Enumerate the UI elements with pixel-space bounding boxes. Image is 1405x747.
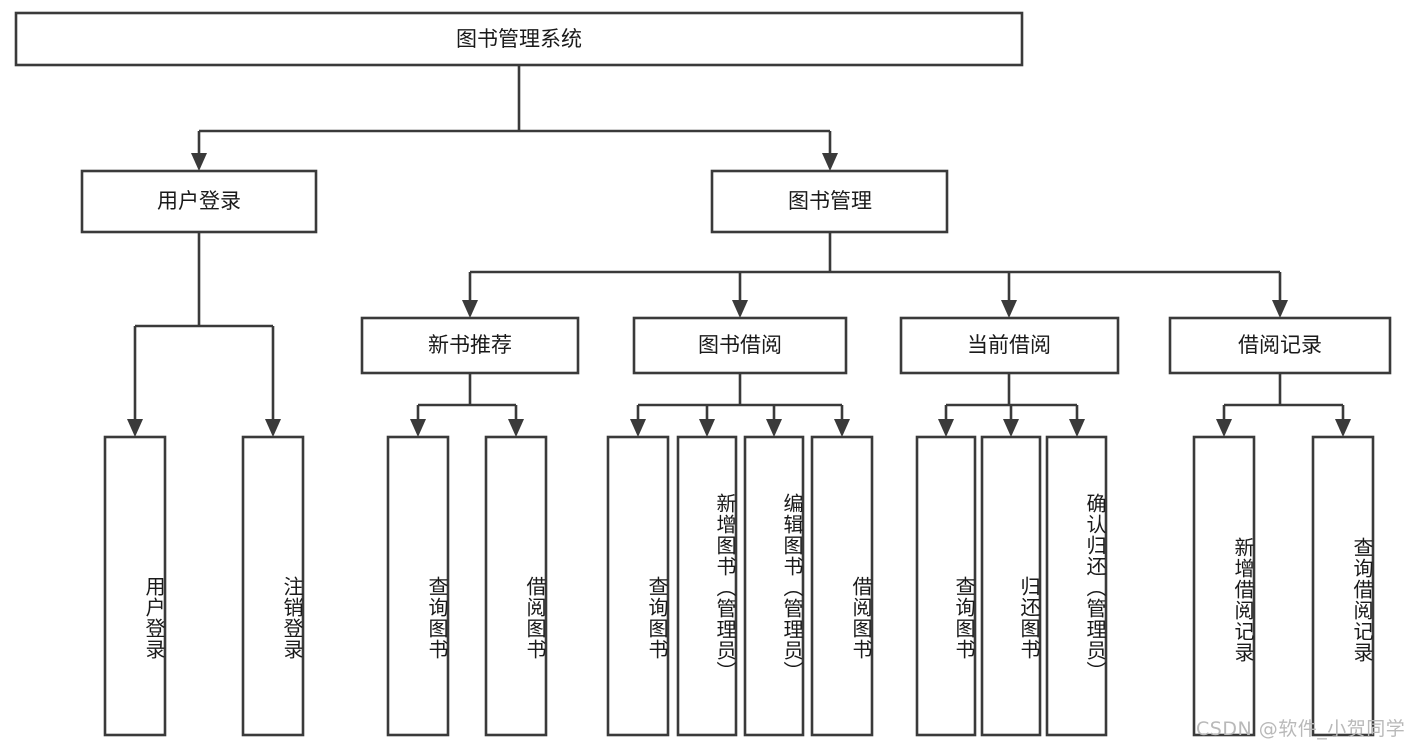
leaf-box-borrow-book-1[interactable] bbox=[484, 435, 548, 737]
arrow-user-login-leaf-2 bbox=[265, 419, 281, 437]
arrow-cb-leaf-2 bbox=[1003, 419, 1019, 437]
leaf-box-query-book-2[interactable] bbox=[606, 435, 670, 737]
node-root-box[interactable] bbox=[14, 11, 1024, 67]
arrow-bm-to-new-book-recommend bbox=[462, 300, 478, 318]
node-book-manage[interactable]: 图书管理 bbox=[710, 169, 949, 234]
node-new-book-recommend-label: 新书推荐 bbox=[428, 333, 512, 357]
node-book-borrow[interactable]: 图书借阅 bbox=[632, 316, 848, 375]
arrow-bb-leaf-2 bbox=[699, 419, 715, 437]
node-borrow-records-label: 借阅记录 bbox=[1238, 333, 1322, 357]
arrow-bb-leaf-3 bbox=[766, 419, 782, 437]
leaf-box-user-login[interactable] bbox=[103, 435, 167, 737]
leaf-box-query-record[interactable] bbox=[1311, 435, 1375, 737]
node-new-book-recommend-box[interactable] bbox=[360, 316, 580, 375]
arrow-nbr-leaf-1 bbox=[410, 419, 426, 437]
node-user-login-box[interactable] bbox=[80, 169, 318, 234]
node-book-borrow-box[interactable] bbox=[632, 316, 848, 375]
arrow-cb-leaf-3 bbox=[1069, 419, 1085, 437]
node-root[interactable]: 图书管理系统 bbox=[14, 11, 1024, 67]
leaf-box-confirm-return[interactable] bbox=[1045, 435, 1108, 737]
csdn-watermark: CSDN @软件_小贺同学 bbox=[1196, 718, 1405, 740]
leaf-box-user-logout[interactable] bbox=[241, 435, 305, 737]
leaf-box-borrow-book-2[interactable] bbox=[810, 435, 874, 737]
node-borrow-records[interactable]: 借阅记录 bbox=[1168, 316, 1392, 375]
node-book-manage-label: 图书管理 bbox=[788, 189, 872, 213]
leaf-box-edit-book[interactable] bbox=[743, 435, 805, 737]
node-borrow-records-box[interactable] bbox=[1168, 316, 1392, 375]
arrow-bm-to-book-borrow bbox=[732, 300, 748, 318]
node-book-borrow-label: 图书借阅 bbox=[698, 333, 782, 357]
node-new-book-recommend[interactable]: 新书推荐 bbox=[360, 316, 580, 375]
leaf-box-add-book[interactable] bbox=[676, 435, 738, 737]
node-current-borrow-label: 当前借阅 bbox=[967, 333, 1051, 357]
arrow-br-leaf-2 bbox=[1335, 419, 1351, 437]
arrow-bm-to-current-borrow bbox=[1001, 300, 1017, 318]
node-layer: 图书管理系统 用户登录 图书管理 新书推荐 图书借阅 当前 bbox=[14, 11, 1392, 737]
arrow-bm-to-borrow-records bbox=[1272, 300, 1288, 318]
leaf-box-query-book-1[interactable] bbox=[386, 435, 450, 737]
connector-layer bbox=[127, 65, 1351, 437]
arrow-user-login-leaf-1 bbox=[127, 419, 143, 437]
leaf-box-add-record[interactable] bbox=[1192, 435, 1256, 737]
leaf-box-return-book[interactable] bbox=[980, 435, 1042, 737]
node-book-manage-box[interactable] bbox=[710, 169, 949, 234]
node-user-login-label: 用户登录 bbox=[157, 189, 241, 213]
arrow-br-leaf-1 bbox=[1216, 419, 1232, 437]
arrow-root-to-user-login bbox=[191, 153, 207, 171]
leaf-box-query-book-3[interactable] bbox=[915, 435, 977, 737]
node-current-borrow-box[interactable] bbox=[899, 316, 1120, 375]
arrow-cb-leaf-1 bbox=[938, 419, 954, 437]
node-user-login[interactable]: 用户登录 bbox=[80, 169, 318, 234]
arrow-root-to-book-manage bbox=[822, 153, 838, 171]
arrow-nbr-leaf-2 bbox=[508, 419, 524, 437]
arrow-bb-leaf-4 bbox=[834, 419, 850, 437]
node-root-label: 图书管理系统 bbox=[456, 27, 582, 51]
node-current-borrow[interactable]: 当前借阅 bbox=[899, 316, 1120, 375]
arrow-bb-leaf-1 bbox=[630, 419, 646, 437]
